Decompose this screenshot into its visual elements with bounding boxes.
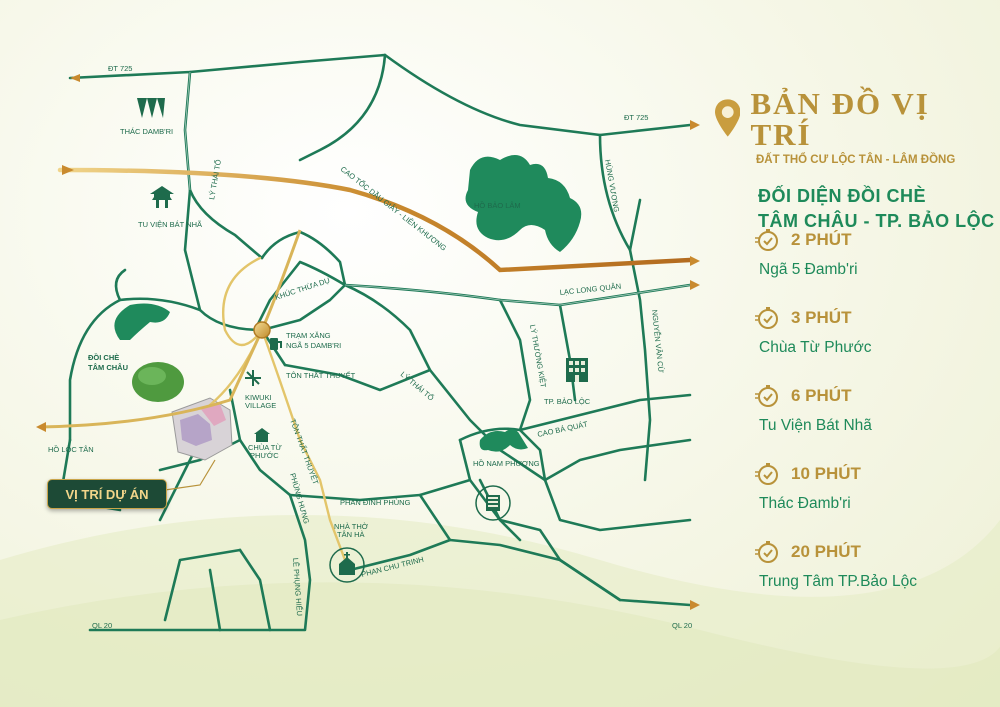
label-nha-tho-1: NHÀ THỜ	[334, 522, 369, 531]
arrowheads	[36, 74, 700, 610]
travel-destination: Ngã 5 Đamb'ri	[759, 261, 858, 278]
label-nguyen-van-cu: NGUYỄN VĂN CỪ	[650, 309, 666, 374]
temple-icon	[254, 428, 270, 442]
building-icon	[566, 358, 588, 382]
label-ql20-left: QL 20	[92, 621, 112, 630]
travel-minutes: 20 PHÚT	[791, 542, 861, 561]
stopwatch-check-icon	[755, 307, 778, 329]
list-item: 6 PHÚT Tu Viện Bát Nhã	[755, 384, 995, 462]
label-ql20-right: QL 20	[672, 621, 692, 630]
label-ho-loc-tan: HỒ LỘC TÂN	[48, 444, 94, 454]
travel-destination: Thác Đamb'ri	[759, 495, 851, 512]
heading-line-2: TÂM CHÂU - TP. BẢO LỘC	[758, 211, 995, 232]
page-subtitle: ĐẤT THỔ CƯ LỘC TÂN - LÂM ĐỒNG	[756, 154, 956, 166]
label-tram-xang-2: NGÃ 5 DAMB'RI	[286, 341, 341, 350]
heading-line-1: ĐỐI DIỆN ĐỒI CHÈ	[758, 186, 927, 206]
label-cao-toc: CAO TỐC DẦU GIÂY - LIÊN KHƯƠNG	[339, 164, 449, 253]
travel-minutes: 10 PHÚT	[791, 464, 861, 483]
stopwatch-check-icon	[755, 385, 778, 407]
project-location-badge[interactable]: VỊ TRÍ DỰ ÁN	[47, 479, 167, 509]
gas-station-icon	[270, 338, 282, 350]
travel-minutes: 2 PHÚT	[791, 230, 852, 249]
nga-5-node	[253, 321, 271, 339]
label-ho-nam-phuong: HỒ NAM PHƯƠNG	[473, 458, 540, 468]
travel-destination: Chùa Từ Phước	[759, 339, 872, 356]
travel-destination: Trung Tâm TP.Bảo Lộc	[759, 573, 917, 590]
label-tp-bao-loc: TP. BẢO LỘC	[544, 397, 591, 406]
stopwatch-check-icon	[755, 463, 778, 485]
label-thac-dambri: THÁC DAMB'RI	[120, 127, 173, 136]
label-tu-vien-bat-nha: TU VIỆN BÁT NHÃ	[138, 220, 202, 229]
list-item: 20 PHÚT Trung Tâm TP.Bảo Lộc	[755, 540, 995, 618]
church-icon	[329, 547, 365, 583]
label-dt725-left: ĐT 725	[108, 64, 132, 73]
travel-minutes: 6 PHÚT	[791, 386, 852, 405]
label-lac-long-quan: LẠC LONG QUÂN	[559, 282, 621, 297]
label-ton-that-thuyet-1: TÔN THẤT THUYẾT	[286, 370, 356, 380]
stopwatch-check-icon	[755, 541, 778, 563]
label-tram-xang-1: TRẠM XĂNG	[286, 331, 331, 340]
travel-minutes: 3 PHÚT	[791, 308, 852, 327]
ho-loc-tan-lake	[114, 303, 170, 340]
highway-cao-toc	[57, 167, 693, 273]
label-kiwuki-1: KIWUKI	[245, 393, 272, 402]
label-kiwuki-2: VILLAGE	[245, 401, 276, 410]
list-item: 10 PHÚT Thác Đamb'ri	[755, 462, 995, 540]
label-dt725-right: ĐT 725	[624, 113, 648, 122]
ho-nam-phuong-lake	[479, 429, 528, 452]
label-cao-ba-quat: CAO BÁ QUÁT	[537, 419, 589, 439]
label-doi-che-2: TÂM CHÂU	[88, 363, 128, 372]
pagoda-icon	[150, 186, 174, 208]
travel-destination: Tu Viện Bát Nhã	[759, 417, 872, 434]
label-nha-tho-2: TÂN HÀ	[337, 530, 365, 539]
page-title: BẢN ĐỒ VỊ TRÍ	[750, 86, 930, 152]
list-item: 2 PHÚT Ngã 5 Đamb'ri	[755, 228, 995, 306]
project-site	[171, 397, 233, 461]
ho-bao-lam-lake	[465, 155, 582, 252]
project-pointer-line	[164, 459, 216, 491]
location-heading: ĐỐI DIỆN ĐỒI CHÈ TÂM CHÂU - TP. BẢO LỘC	[758, 184, 995, 234]
side-panel-header: BẢN ĐỒ VỊ TRÍ ĐẤT THỔ CƯ LỘC TÂN - LÂM Đ…	[715, 88, 995, 234]
road-ho-loc-tan	[39, 229, 302, 429]
waterfall-icon	[137, 98, 165, 118]
travel-times-list: 2 PHÚT Ngã 5 Đamb'ri 3 PHÚT Chùa Từ Phướ…	[755, 228, 995, 618]
windmill-icon	[245, 370, 261, 386]
label-chua-tu-phuoc-1: CHÙA TỪ	[248, 443, 282, 452]
stopwatch-check-icon	[755, 229, 778, 251]
label-chua-tu-phuoc-2: PHƯỚC	[250, 451, 279, 460]
label-ho-bao-lam: HỒ BẢO LÂM	[474, 200, 521, 210]
label-ly-thai-to-1: LÝ THÁI TỔ	[207, 159, 223, 201]
label-ly-thuong-kiet: LÝ THƯỜNG KIỆT	[528, 324, 548, 389]
label-doi-che-1: ĐỒI CHÈ	[88, 352, 119, 362]
label-le-phung-hieu: LÊ PHỤNG HIỂU	[291, 558, 304, 617]
list-item: 3 PHÚT Chùa Từ Phước	[755, 306, 995, 384]
label-phan-dinh-phung: PHAN ĐÌNH PHÙNG	[340, 498, 411, 507]
tea-hill	[132, 362, 184, 402]
market-icon	[475, 485, 511, 521]
location-pin-icon	[715, 99, 741, 137]
